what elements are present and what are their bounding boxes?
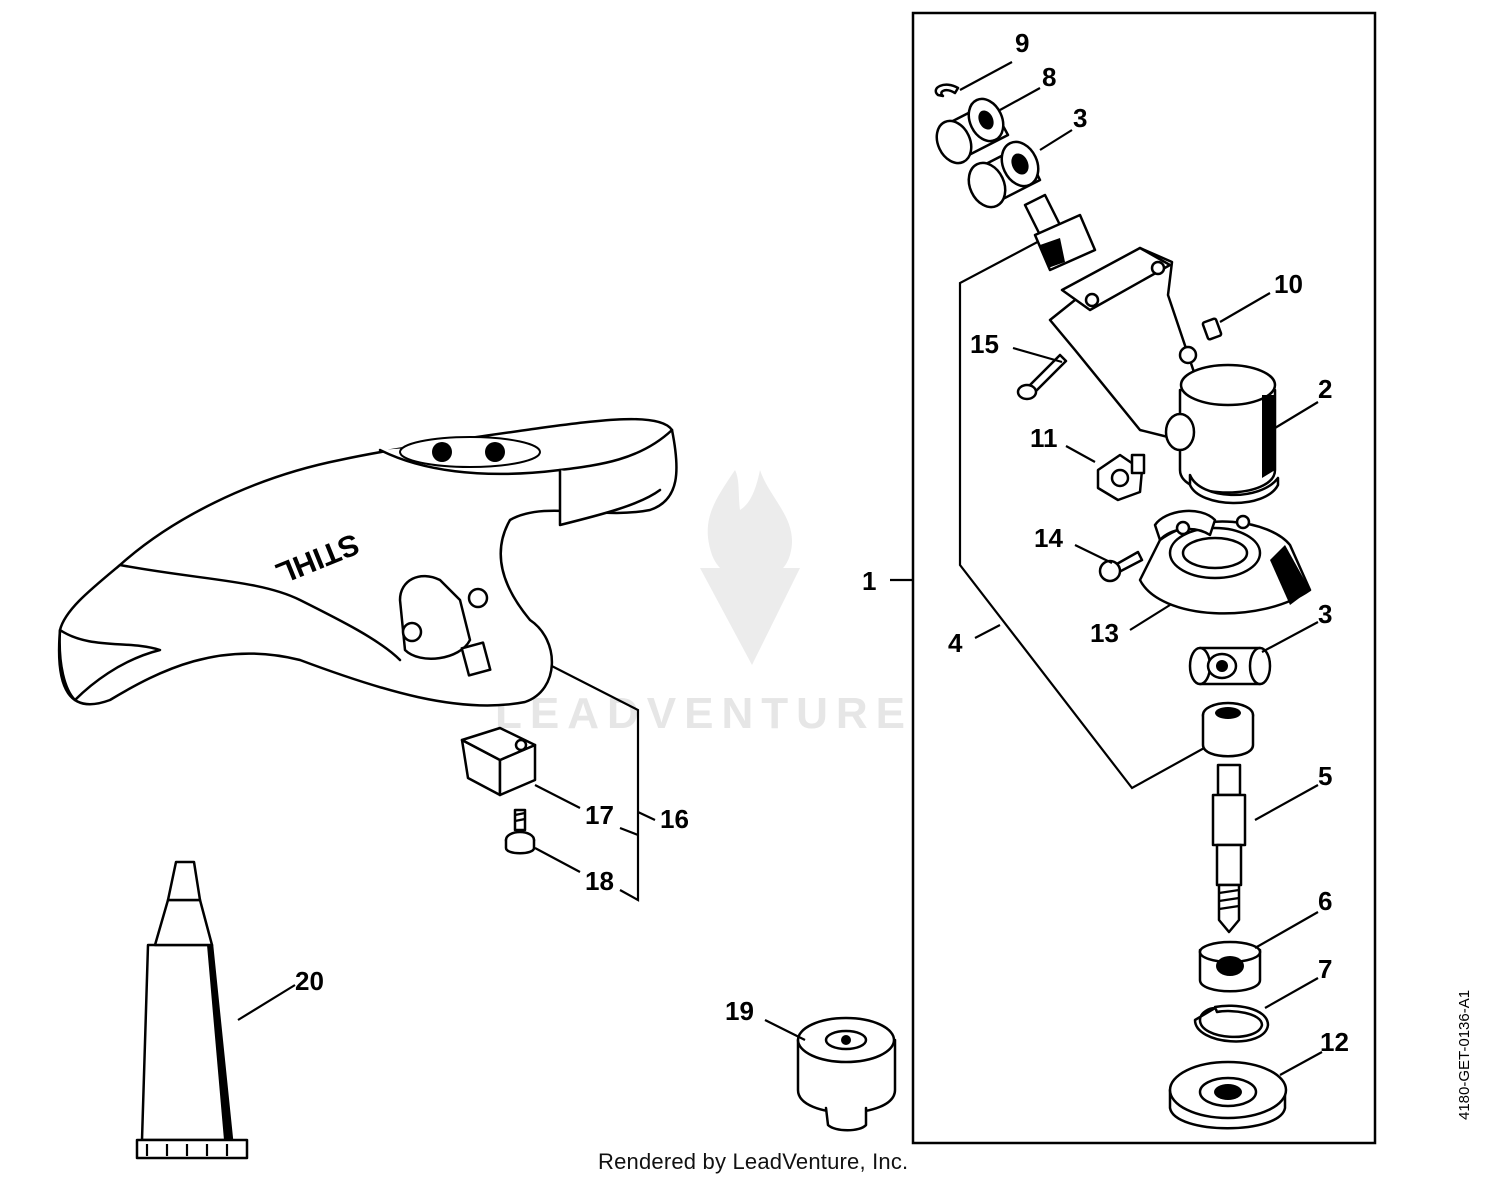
grease-tube-part-20 <box>135 860 249 1160</box>
cover-part-13 <box>1138 509 1312 615</box>
callout-4: 4 <box>948 628 963 658</box>
leader-lines <box>237 61 1323 1076</box>
callout-17: 17 <box>585 800 614 830</box>
callout-10: 10 <box>1274 269 1303 299</box>
screw-part-14 <box>1098 550 1144 583</box>
rendered-by-footer: Rendered by LeadVenture, Inc. <box>598 1149 909 1174</box>
clip-part-17 <box>460 726 537 797</box>
bearing-part-3-lower <box>1188 646 1272 686</box>
callout-3-upper: 3 <box>1073 103 1087 133</box>
callout-labels: 1 2 3 3 4 5 6 7 8 9 10 11 12 13 14 15 16… <box>295 28 1349 1057</box>
callout-14: 14 <box>1034 523 1063 553</box>
screw-part-15 <box>1016 353 1068 401</box>
plug-part-11 <box>1096 453 1146 502</box>
callout-7: 7 <box>1318 954 1332 984</box>
screw-part-18 <box>504 808 536 855</box>
gear-housing-part-2 <box>1048 246 1280 505</box>
callout-15: 15 <box>970 329 999 359</box>
bracket-16 <box>539 659 640 902</box>
callout-6: 6 <box>1318 886 1332 916</box>
bearing-part-8 <box>935 97 1010 165</box>
callout-12: 12 <box>1320 1027 1349 1057</box>
callout-13: 13 <box>1090 618 1119 648</box>
callout-2: 2 <box>1318 374 1332 404</box>
callout-11: 11 <box>1030 423 1058 453</box>
callout-20: 20 <box>295 966 324 996</box>
pinion-part-4-upper <box>1023 193 1097 272</box>
circlip-part-9 <box>934 83 960 98</box>
thrust-plate-part-12 <box>1168 1060 1288 1130</box>
bevel-gear-part-4-lower <box>1201 701 1255 758</box>
assembly-frame <box>890 11 1377 1145</box>
bracket-4 <box>958 237 1216 790</box>
circlip-part-7 <box>1193 1004 1270 1043</box>
callout-16: 16 <box>660 804 689 834</box>
callout-1: 1 <box>862 566 876 596</box>
setscrew-part-10 <box>1201 317 1223 341</box>
watermark-text: LEADVENTURE <box>495 689 913 738</box>
callout-8: 8 <box>1042 62 1056 92</box>
callout-3-lower: 3 <box>1318 599 1332 629</box>
leadventure-watermark: LEADVENTURE <box>495 470 913 738</box>
callout-5: 5 <box>1318 761 1332 791</box>
bearing-part-3-upper <box>967 140 1042 209</box>
callout-9: 9 <box>1015 28 1029 58</box>
callout-18: 18 <box>585 866 614 896</box>
nut-part-19 <box>796 1016 897 1132</box>
bearing-part-6 <box>1198 940 1262 993</box>
document-id: 4180-GET-0136-A1 <box>1456 989 1473 1120</box>
shaft-part-5 <box>1211 763 1247 934</box>
deflector-guard: STIHL <box>57 417 678 707</box>
callout-19: 19 <box>725 996 754 1026</box>
